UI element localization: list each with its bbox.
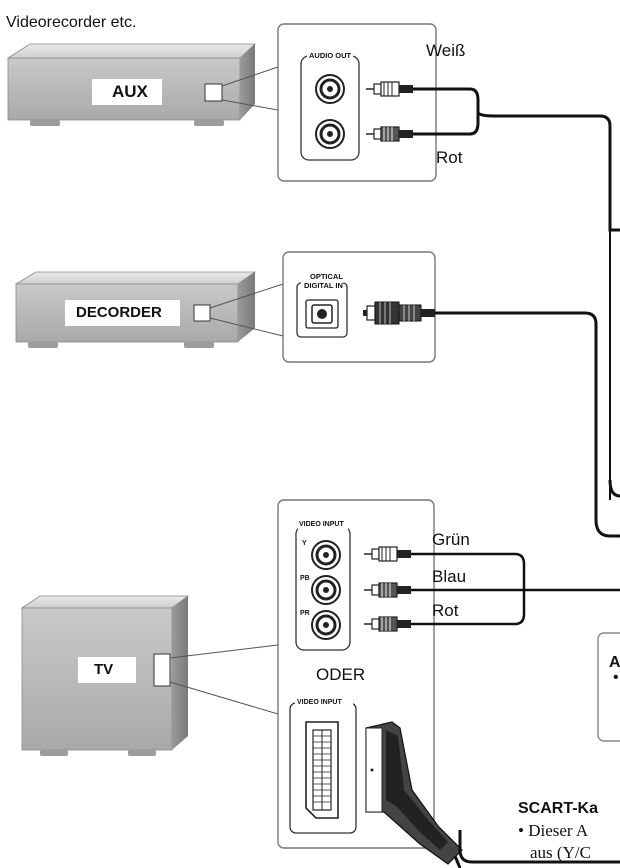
white-rca-plug [366,81,413,97]
pr-jack [311,610,341,640]
optical-label-line2: DIGITAL IN [304,281,343,290]
scart-note-line1: • Dieser A [518,821,589,840]
aux-cable-to-edge [608,479,620,498]
decoder-device-label: DECORDER [76,304,162,321]
scart-socket [305,721,339,819]
note-box-bullet-fragment: • [613,669,619,686]
aux-callout-line [221,66,279,87]
scart-note-line2: aus (Y/C [530,843,591,862]
pr-jack-label: PR [300,610,310,617]
audio-out-jack-2 [315,119,345,149]
scart-plug [365,721,463,865]
note-box [597,632,620,742]
y-jack [311,540,341,570]
audio-out-jack-1 [315,74,345,104]
optical-label-line1: OPTICAL [310,272,343,281]
green-cable-label: Grün [432,530,470,549]
red-rca-plug-video [364,616,411,632]
decoder-callout-line2 [209,317,284,337]
blue-cable-label: Blau [432,567,467,586]
aux-main-cable [476,111,620,232]
audio-out-label: AUDIO OUT [309,51,352,60]
scart-video-input-label: VIDEO INPUT [297,699,342,706]
optical-jack [305,299,339,329]
aux-audio-cable [413,87,480,136]
scart-note-title: SCART-Ka [518,800,599,817]
aux-device [6,43,257,126]
scart-cable [453,855,462,868]
oder-label: ODER [316,665,366,684]
aux-device-caption: Videorecorder etc. [6,14,137,31]
aux-callout-line2 [221,99,279,111]
green-rca-plug [364,546,411,562]
white-cable-label: Weiß [426,41,466,60]
scart-cable-continued [458,830,620,864]
optical-plug [363,301,435,325]
red-audio-cable-label: Rot [436,148,463,167]
red-rca-plug-audio [366,126,413,142]
note-box-title-fragment: A [609,654,620,671]
pb-jack-label: PB [300,575,310,582]
pb-jack [311,575,341,605]
decoder-callout-line [209,283,284,309]
tv-callout-line2 [169,681,279,715]
red-video-cable-label: Rot [432,601,459,620]
decoder-optical-cable [435,311,620,538]
y-jack-label: Y [302,540,307,547]
tv-device [20,595,190,756]
decoder-device [14,271,257,348]
tv-callout-line [169,644,279,659]
blue-rca-plug [364,582,411,598]
component-video-input-label: VIDEO INPUT [299,521,344,528]
tv-device-label: TV [94,661,114,678]
aux-device-label: AUX [112,82,148,101]
